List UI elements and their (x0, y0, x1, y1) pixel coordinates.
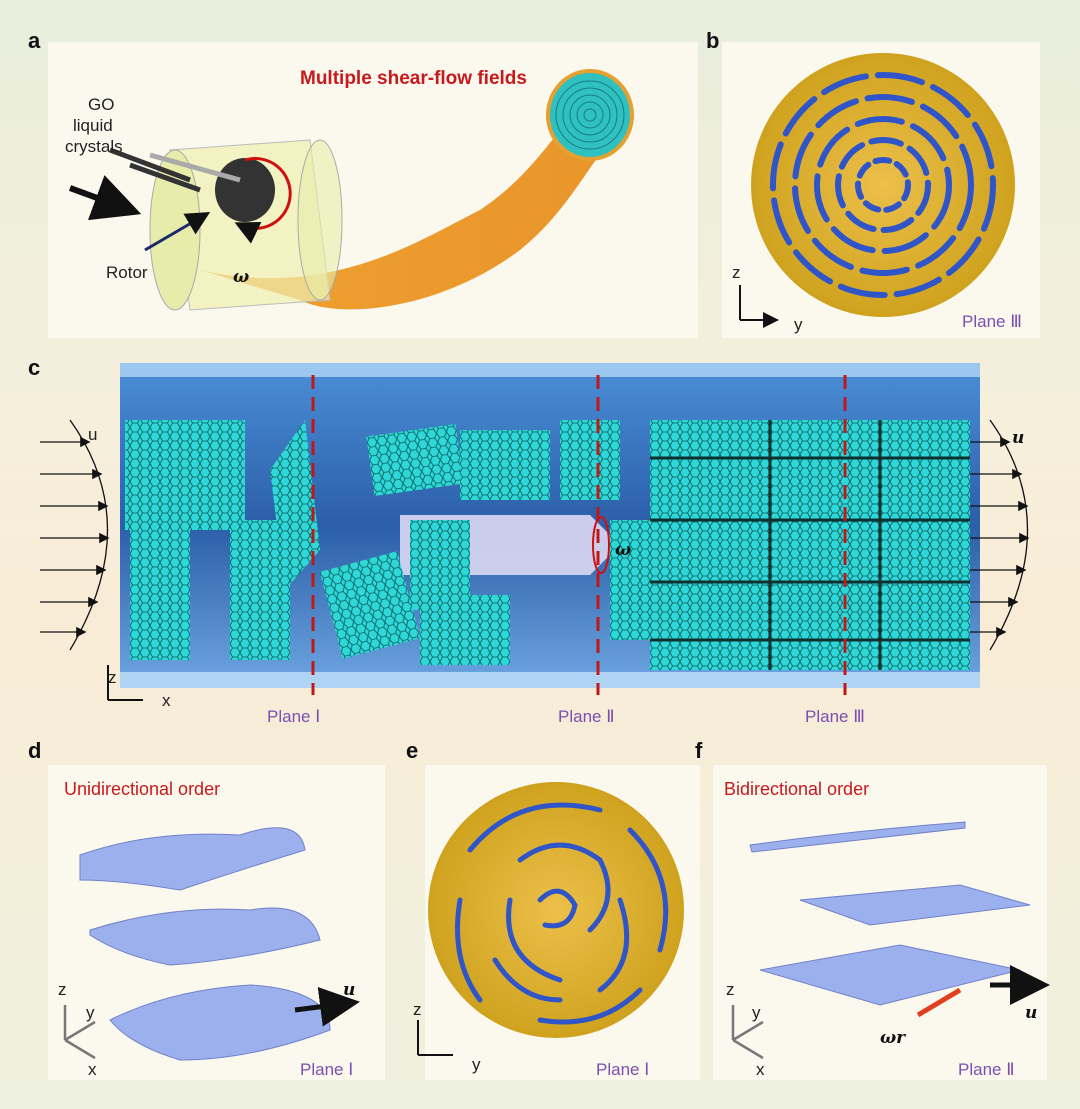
axis-y-label: y (794, 315, 803, 334)
velocity-label: u (104, 188, 116, 208)
flow-arrow-icon (294, 986, 360, 1027)
omega-label: ω (233, 267, 249, 287)
plane-markers (311, 375, 847, 695)
panel-f-title: Bidirectional order (724, 779, 869, 799)
plane-3-label: Plane Ⅲ (805, 707, 865, 726)
axis-z-label: z (58, 980, 67, 999)
wrinkled-sheets (79, 827, 331, 1061)
axis-x-label: x (162, 691, 171, 710)
rotation-icon (592, 516, 610, 574)
go-label-3: crystals (65, 137, 123, 156)
flat-sheets (749, 821, 1031, 1006)
swirl-stripes (455, 802, 669, 1025)
axes-3d-icon (63, 1005, 96, 1060)
plane-1-label: Plane Ⅰ (267, 707, 320, 726)
panel-c-label: c (28, 355, 40, 380)
go-label-1: GO (88, 95, 114, 114)
graphene-sheets (125, 420, 970, 670)
axis-y-label: y (472, 1055, 481, 1074)
plane-label: Plane Ⅲ (962, 312, 1022, 331)
omega-r-label: ωr (880, 1028, 906, 1048)
plane-2-label: Plane Ⅱ (558, 707, 615, 726)
axes-3d-icon (731, 1005, 764, 1060)
panel-b: b z y Plane Ⅲ (706, 28, 1040, 338)
panel-a: a Multiple shear-flow fields GO liquid c… (28, 28, 698, 338)
plane-label: Plane Ⅰ (596, 1060, 649, 1079)
concentric-stripes (770, 72, 996, 298)
u-left-label: u (88, 425, 97, 444)
axis-x-label: x (88, 1060, 97, 1079)
axis-z-label: z (413, 1000, 422, 1019)
rotor-icon (215, 158, 275, 222)
rotor-label: Rotor (106, 263, 148, 282)
plane-label: Plane Ⅰ (300, 1060, 353, 1079)
velocity-profile-left (40, 419, 110, 651)
panel-c: c ω u u z x Plane Ⅰ (28, 355, 1030, 726)
panel-a-title: Multiple shear-flow fields (300, 68, 527, 89)
axes-icon (107, 665, 143, 701)
panel-d-title: Unidirectional order (64, 779, 220, 799)
flow-arrow-icon (68, 175, 142, 221)
panel-e-label: e (406, 738, 418, 763)
axis-x-label: x (756, 1060, 765, 1079)
u-label: u (343, 980, 355, 1000)
rotor-pointer-icon (144, 211, 211, 252)
omega-label: ω (615, 540, 631, 560)
panel-d: d Unidirectional order u z y x Plane Ⅰ (28, 738, 385, 1080)
axis-y-label: y (86, 1003, 95, 1022)
axis-z-label: z (732, 263, 741, 282)
cross-section-disk (751, 53, 1015, 317)
go-label-2: liquid (73, 116, 113, 135)
panel-f-label: f (695, 738, 703, 763)
u-right-label: u (1012, 428, 1024, 448)
axes-icon (417, 1020, 453, 1056)
panel-f: f Bidirectional order u ωr z y x Plane Ⅱ (695, 738, 1050, 1080)
axis-y-label: y (752, 1003, 761, 1022)
axes-icon (739, 285, 775, 320)
panel-a-label: a (28, 28, 41, 53)
cross-section-disk (428, 782, 684, 1038)
u-label: u (1025, 1003, 1037, 1023)
velocity-profile-right (970, 419, 1030, 651)
panel-b-label: b (706, 28, 719, 53)
panel-e: e z y Plane Ⅰ (406, 738, 700, 1080)
fiber-cross-section (546, 69, 634, 161)
plane-label: Plane Ⅱ (958, 1060, 1015, 1079)
panel-d-label: d (28, 738, 41, 763)
rotation-velocity-arrow-icon (916, 987, 962, 1018)
rotation-arrow-icon (234, 156, 292, 244)
axis-z-label: z (726, 980, 735, 999)
axis-z-label: z (108, 668, 117, 687)
